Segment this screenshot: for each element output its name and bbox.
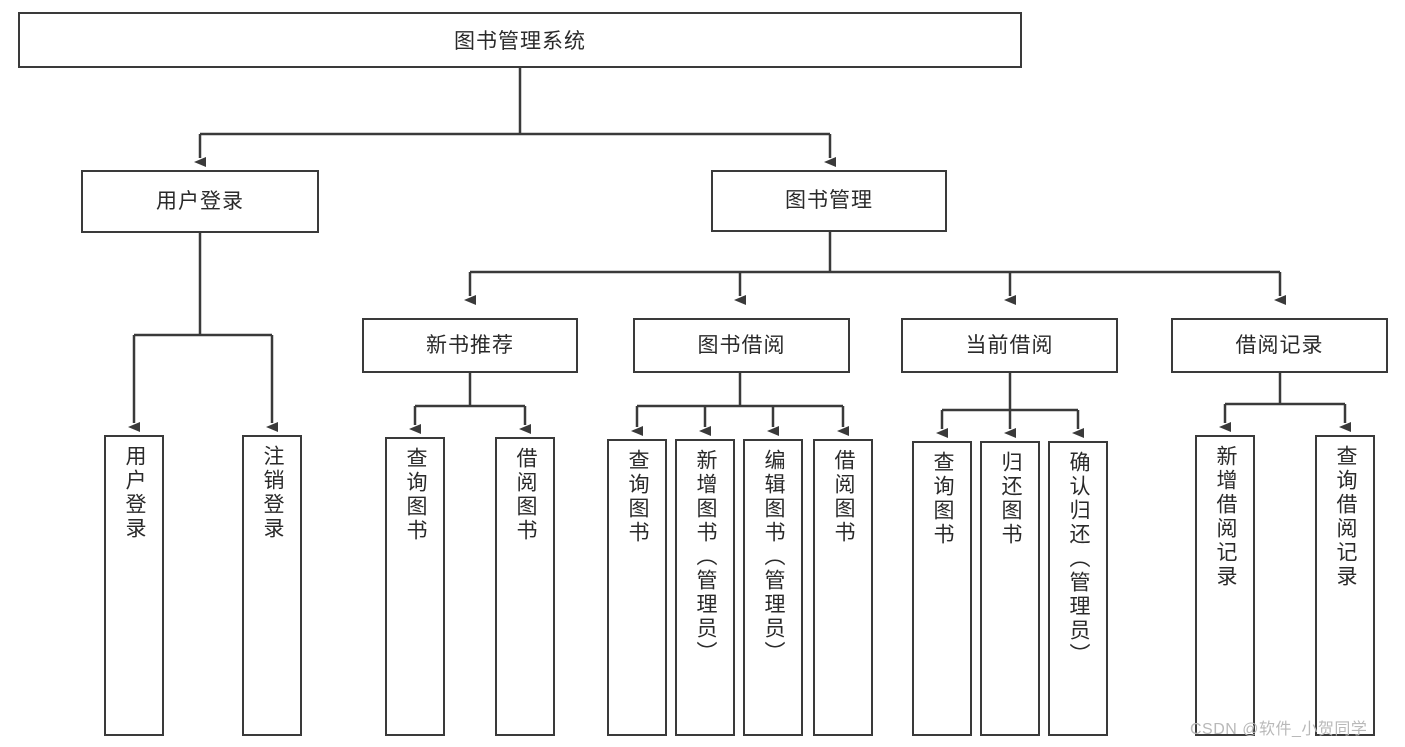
node-user-login[interactable]: 用户登录 [81,170,319,233]
leaf-label: 归还图书 [999,451,1023,547]
leaf-new-book-borrow[interactable]: 借阅图书 [495,437,555,736]
node-borrow-record-label: 借阅记录 [1235,333,1324,357]
leaf-current-borrow-query[interactable]: 查询图书 [912,441,972,736]
node-current-borrow-label: 当前借阅 [965,333,1054,357]
node-new-book-recommend[interactable]: 新书推荐 [362,318,578,373]
node-book-management[interactable]: 图书管理 [711,170,947,232]
leaf-book-borrow-query[interactable]: 查询图书 [607,439,667,736]
leaf-label: 借阅图书 [514,447,538,543]
leaf-new-book-query[interactable]: 查询图书 [385,437,445,736]
leaf-label: 查询图书 [626,449,650,545]
node-current-borrow[interactable]: 当前借阅 [901,318,1118,373]
node-new-book-recommend-label: 新书推荐 [426,333,514,357]
leaf-label: 查询借阅记录 [1334,445,1358,589]
leaf-user-login-login[interactable]: 用户登录 [104,435,164,736]
leaf-label: 新增借阅记录 [1214,445,1238,589]
leaf-label: 借阅图书 [832,449,856,545]
leaf-user-login-logout[interactable]: 注销登录 [242,435,302,736]
node-book-borrow-label: 图书借阅 [697,333,786,357]
leaf-label: 查询图书 [404,447,428,543]
node-root[interactable]: 图书管理系统 [18,12,1022,68]
node-user-login-label: 用户登录 [156,189,244,213]
leaf-borrow-record-add[interactable]: 新增借阅记录 [1195,435,1255,736]
node-book-borrow[interactable]: 图书借阅 [633,318,850,373]
leaf-label: 编辑图书（管理员） [762,449,786,665]
leaf-current-borrow-return[interactable]: 归还图书 [980,441,1040,736]
watermark: CSDN @软件_小贺同学 [1190,721,1368,738]
leaf-label: 新增图书（管理员） [694,449,718,665]
leaf-book-borrow-borrow[interactable]: 借阅图书 [813,439,873,736]
leaf-label: 确认归还（管理员） [1067,451,1091,667]
leaf-book-borrow-edit[interactable]: 编辑图书（管理员） [743,439,803,736]
node-book-management-label: 图书管理 [785,189,873,213]
leaf-book-borrow-add[interactable]: 新增图书（管理员） [675,439,735,736]
node-borrow-record[interactable]: 借阅记录 [1171,318,1388,373]
leaf-label: 注销登录 [261,445,285,541]
leaf-label: 查询图书 [931,451,955,547]
leaf-borrow-record-query[interactable]: 查询借阅记录 [1315,435,1375,736]
leaf-current-borrow-confirm-return[interactable]: 确认归还（管理员） [1048,441,1108,736]
node-root-label: 图书管理系统 [454,30,586,53]
leaf-label: 用户登录 [123,445,147,541]
